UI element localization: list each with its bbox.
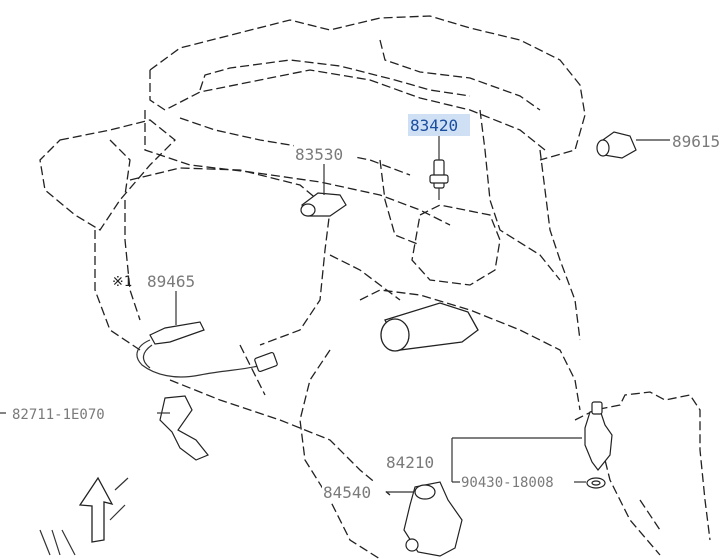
part-83530-switch[interactable] xyxy=(300,192,347,217)
label-83530[interactable]: 83530 xyxy=(294,144,354,164)
part-number-84210[interactable]: 84210 xyxy=(386,453,434,472)
part-84210-switch[interactable] xyxy=(584,401,613,471)
label-90430[interactable]: 90430-18008 xyxy=(460,473,574,491)
part-83420-sensor[interactable] xyxy=(429,159,449,200)
front-arrow-icon xyxy=(39,476,129,556)
part-89465-oxygen-sensor[interactable] xyxy=(136,321,278,378)
label-82711[interactable]: 82711-1E070 xyxy=(10,404,156,424)
label-89615[interactable]: 89615 xyxy=(672,132,720,151)
part-90430-gasket[interactable] xyxy=(586,477,606,489)
intake-pipe xyxy=(380,302,479,352)
part-number-82711-1E070[interactable]: 82711-1E070 xyxy=(12,407,105,423)
part-89615-sensor[interactable] xyxy=(596,131,637,159)
part-number-84540[interactable]: 84540 xyxy=(323,483,371,502)
label-84210[interactable]: 84210 xyxy=(384,452,448,472)
highlight-box xyxy=(408,114,470,136)
part-number-90430-18008[interactable]: 90430-18008 xyxy=(461,475,554,491)
engine-outline xyxy=(39,15,711,559)
note-mark: ※1 xyxy=(112,274,132,290)
part-number-89615[interactable]: 89615 xyxy=(672,132,720,151)
part-number-83530[interactable]: 83530 xyxy=(295,145,343,164)
label-83420[interactable]: 83420 xyxy=(408,114,470,136)
part-82711-clamp[interactable] xyxy=(159,395,209,461)
label-84540[interactable]: 84540 xyxy=(322,482,384,502)
part-number-89465[interactable]: 89465 xyxy=(147,272,195,291)
leader-lines xyxy=(0,133,670,493)
label-89465[interactable]: ※1 89465 xyxy=(112,270,205,291)
part-number-83420[interactable]: 83420 xyxy=(410,116,458,135)
part-84540-switch[interactable] xyxy=(403,481,463,557)
